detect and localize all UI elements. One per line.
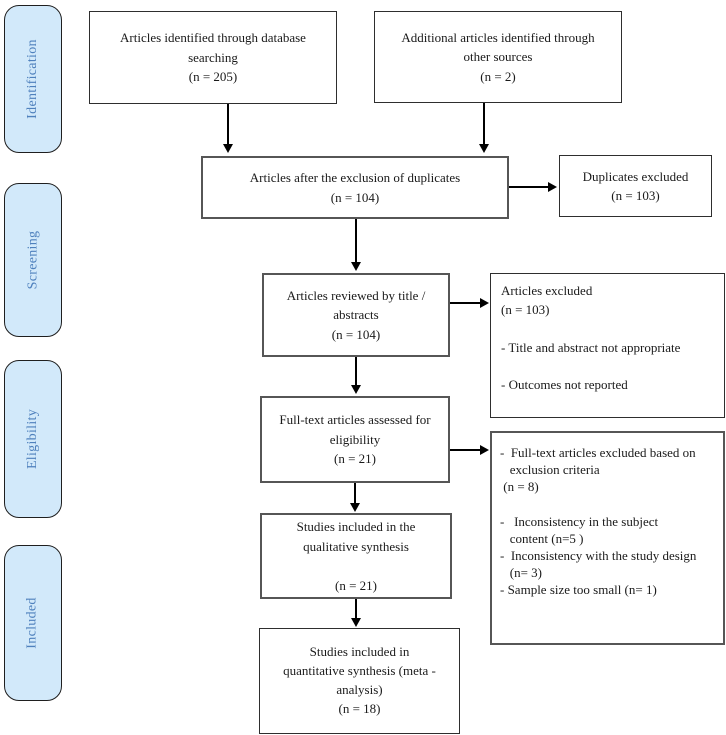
stage-eligibility: Eligibility xyxy=(4,360,62,518)
box-articles-excluded: Articles excluded (n = 103) - Title and … xyxy=(490,273,725,418)
right-arrow-icon xyxy=(450,449,480,451)
box-qualitative-synthesis: Studies included in the qualitative synt… xyxy=(260,513,452,599)
stage-included: Included xyxy=(4,545,62,701)
box-title-abstract-review: Articles reviewed by title / abstracts (… xyxy=(262,273,450,357)
right-arrow-icon xyxy=(450,302,480,304)
box-quantitative-synthesis: Studies included in quantitative synthes… xyxy=(259,628,460,734)
stage-eligibility-label: Eligibility xyxy=(25,408,40,470)
stage-included-label: Included xyxy=(24,597,40,649)
down-arrow-icon xyxy=(355,219,357,262)
down-arrow-icon xyxy=(227,104,229,144)
down-arrow-icon xyxy=(354,483,356,503)
down-arrow-icon xyxy=(355,599,357,618)
box-after-duplicates: Articles after the exclusion of duplicat… xyxy=(201,156,509,219)
down-arrow-icon xyxy=(483,103,485,144)
box-duplicates-excluded: Duplicates excluded (n = 103) xyxy=(559,155,712,217)
stage-identification: Identification xyxy=(4,5,62,153)
down-arrow-icon xyxy=(355,357,357,385)
stage-screening-label: Screening xyxy=(25,230,40,290)
stage-identification-label: Identification xyxy=(25,39,40,119)
box-fulltext-excluded: - Full-text articles excluded based on e… xyxy=(490,431,725,645)
box-fulltext-assessed: Full-text articles assessed for eligibil… xyxy=(260,396,450,483)
box-database-search: Articles identified through database sea… xyxy=(89,11,337,104)
box-other-sources: Additional articles identified through o… xyxy=(374,11,622,103)
stage-screening: Screening xyxy=(4,183,62,337)
right-arrow-icon xyxy=(509,186,548,188)
